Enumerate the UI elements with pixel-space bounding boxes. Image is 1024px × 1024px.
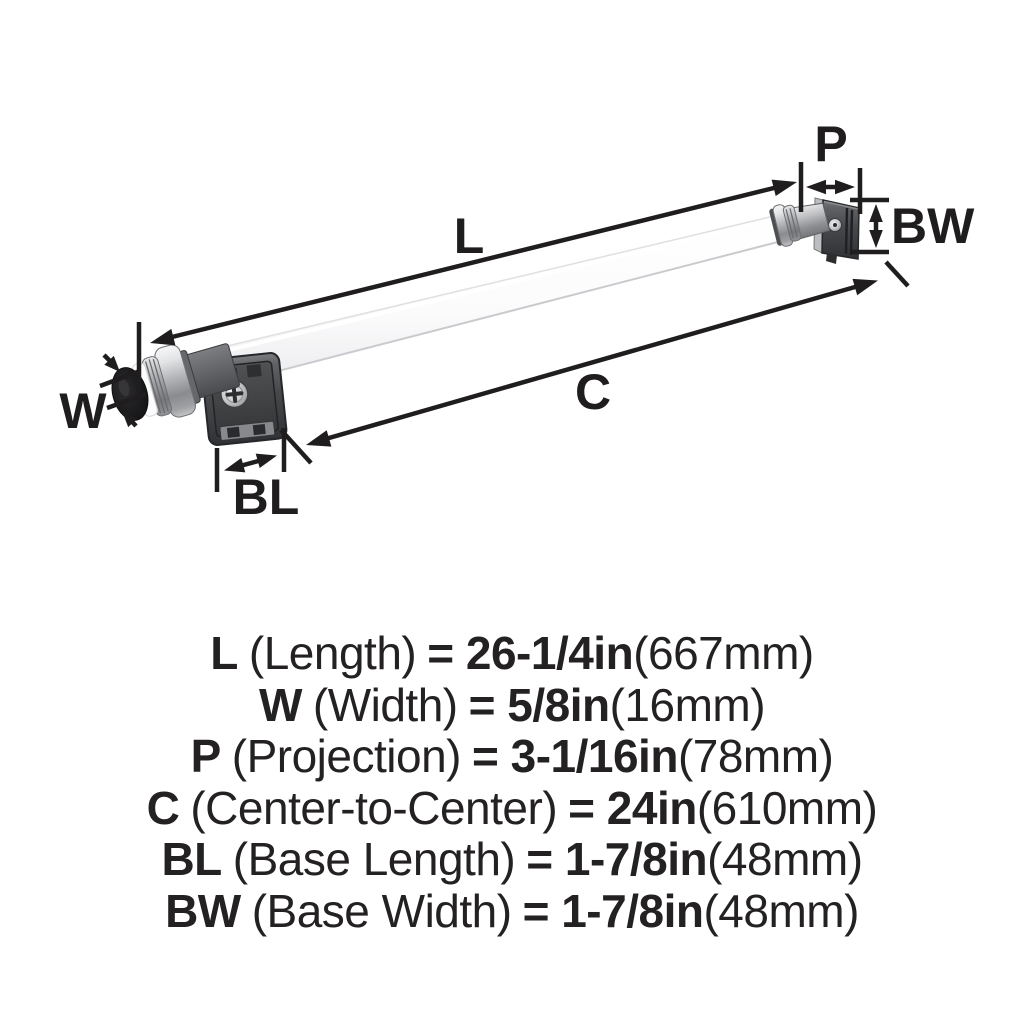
- dim-label-BL: BL: [233, 469, 300, 525]
- right-post: [769, 202, 831, 247]
- spec-name: (Width): [312, 678, 458, 731]
- dim-L-arrow-right: [771, 179, 797, 196]
- spec-line-center-to-center: C(Center-to-Center)= 24in(610mm): [0, 781, 1024, 835]
- right-plate-groove: [844, 207, 849, 255]
- knurl-line: [785, 209, 794, 239]
- dim-BL: BL: [214, 428, 300, 525]
- spec-metric: (610mm): [696, 781, 878, 834]
- spec-value: = 3-1/16in: [471, 730, 678, 782]
- spec-line-projection: P(Projection)= 3-1/16in(78mm): [0, 730, 1024, 783]
- spec-abbr: BL: [161, 833, 222, 885]
- dim-P: P: [798, 116, 863, 214]
- dim-W-arrowline-top: [102, 353, 112, 363]
- left-plate-clip-slot2: [252, 423, 266, 436]
- towel-bar: [179, 213, 787, 395]
- dim-label-P: P: [814, 116, 847, 172]
- spec-abbr: W: [258, 678, 302, 731]
- spec-name: (Center-to-Center): [190, 781, 558, 834]
- dim-C-arrow-right: [852, 278, 878, 296]
- dim-label-BW: BW: [891, 198, 975, 254]
- left-bracket: [111, 343, 288, 446]
- spec-name: (Base Width): [251, 884, 512, 937]
- dim-W-tick-bottom: [106, 391, 147, 411]
- spec-metric: (78mm): [677, 730, 834, 782]
- cap-highlight: [118, 378, 130, 397]
- left-plate-clip-slot: [226, 426, 240, 438]
- spec-metric: (16mm): [609, 678, 766, 731]
- dim-W: W: [59, 353, 147, 439]
- spec-metric: (48mm): [703, 884, 859, 937]
- dim-C-tick-right: [884, 260, 910, 288]
- spec-value: = 26-1/4in: [427, 627, 634, 679]
- bar-top-highlight: [184, 216, 777, 363]
- dim-label-L: L: [454, 208, 485, 264]
- screw-slot-v: [231, 385, 238, 403]
- dim-W-arrow-top: [104, 355, 120, 372]
- spec-line-length: L(Length)= 26-1/4in(667mm): [0, 627, 1024, 680]
- dim-BW-arrow-top: [869, 204, 883, 222]
- dim-BL-arrow-right: [255, 453, 277, 468]
- dim-BW: BW: [850, 197, 975, 255]
- dim-W-arrow-bottom: [122, 411, 138, 428]
- dim-W-tick-top: [99, 368, 141, 389]
- knurl-line: [789, 208, 798, 238]
- dim-L-arrow-left: [150, 328, 176, 346]
- spec-abbr: P: [190, 730, 222, 782]
- spec-name: (Base Length): [232, 833, 516, 885]
- spec-line-base-length: BL(Base Length)= 1-7/8in(48mm): [0, 833, 1024, 886]
- dim-BL-arrow-left: [224, 458, 246, 473]
- spec-value: = 1-7/8in: [522, 884, 704, 937]
- knurl-line: [148, 359, 166, 414]
- right-plate-groove2: [849, 209, 854, 256]
- spec-name: (Length): [248, 627, 417, 679]
- spec-name: (Projection): [231, 730, 462, 782]
- right-bracket: [769, 197, 860, 264]
- spec-metric: (48mm): [707, 833, 863, 885]
- spec-abbr: L: [210, 627, 238, 679]
- knurl-line: [145, 361, 162, 414]
- dim-label-W: W: [59, 383, 107, 439]
- knurl-line: [152, 359, 169, 412]
- dim-BW-arrow-bottom: [869, 230, 883, 248]
- dim-C: C: [279, 260, 910, 465]
- spec-line-base-width: BW(Base Width)= 1-7/8in(48mm): [0, 884, 1024, 938]
- spec-value: = 24in: [568, 781, 697, 834]
- right-plate-screw-dot: [833, 223, 837, 227]
- dim-L: L: [136, 179, 797, 392]
- spec-metric: (667mm): [633, 627, 814, 679]
- left-post: [111, 343, 240, 421]
- dim-P-arrow-left: [806, 179, 826, 195]
- spec-abbr: C: [146, 781, 180, 834]
- dim-L-line: [167, 184, 781, 341]
- right-plate-face: [821, 199, 860, 260]
- dim-C-arrow-left: [306, 430, 332, 447]
- spec-value: = 1-7/8in: [526, 833, 708, 885]
- dim-P-arrow-right: [835, 179, 855, 195]
- right-plate-clip: [826, 253, 837, 264]
- right-plate-bevel: [823, 200, 859, 210]
- spec-line-width: W(Width)= 5/8in(16mm): [0, 678, 1024, 732]
- dim-C-line: [321, 282, 863, 443]
- spec-list: L(Length)= 26-1/4in(667mm) W(Width)= 5/8…: [0, 627, 1024, 938]
- bar-bottom-edge: [189, 239, 786, 395]
- dim-label-C: C: [575, 364, 611, 420]
- left-plate-boss2: [246, 364, 262, 378]
- spec-abbr: BW: [165, 884, 241, 937]
- spec-value: = 5/8in: [468, 678, 610, 731]
